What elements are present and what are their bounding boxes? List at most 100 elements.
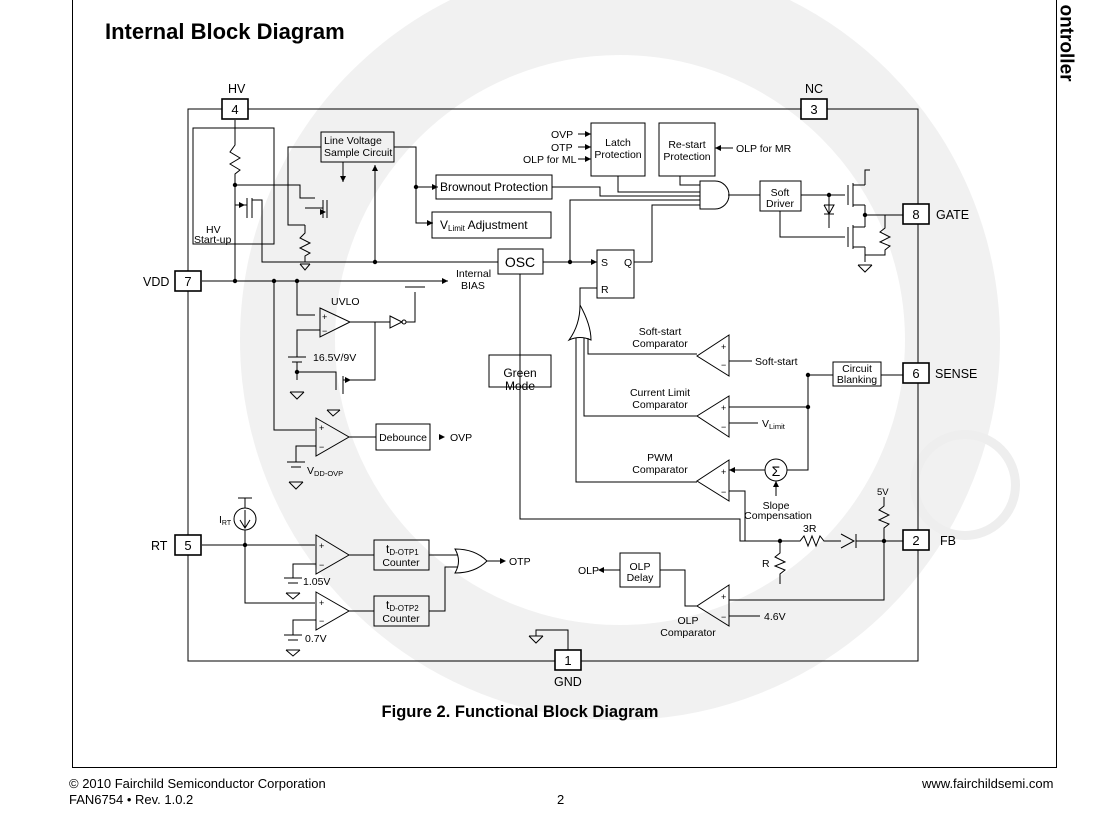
vlimit-adjustment-block xyxy=(431,211,552,239)
ss-plus: + xyxy=(721,342,726,352)
uvlo-minus: − xyxy=(322,326,327,336)
v105-label: 1.05V xyxy=(303,576,330,588)
or-gate-reset xyxy=(567,304,592,342)
functional-block-diagram: 4 3 7 5 1 8 6 2 HV NC VDD RT GND GATE SE… xyxy=(143,82,977,689)
sr-flip-flop xyxy=(596,249,635,299)
pin-rt-number: 5 xyxy=(184,538,191,553)
otp2-plus: + xyxy=(319,598,324,608)
green-mode-text-1: Green xyxy=(503,366,536,380)
olp-mr-label: OLP for MR xyxy=(736,143,792,155)
otp2-minus: − xyxy=(319,616,324,626)
pin-gnd-label: GND xyxy=(554,675,582,689)
latch-text-1: Latch xyxy=(605,137,631,149)
vdd-ovp-label: VDD-OVP xyxy=(307,465,343,478)
vlimit-ref-label: VLimit xyxy=(762,418,786,431)
footer-part-rev: FAN6754 • Rev. 1.0.2 xyxy=(69,792,194,807)
uvlo-threshold-label: 16.5V/9V xyxy=(313,352,356,364)
uvlo-comparator xyxy=(319,307,352,338)
pwm-comparator-label-1: PWM xyxy=(647,452,673,464)
ff-s-label: S xyxy=(601,257,608,269)
otp-input-label: OTP xyxy=(551,142,573,154)
counter1-text: Counter xyxy=(382,557,420,569)
current-limit-comparator xyxy=(696,395,730,438)
otp-comparator-1 xyxy=(315,534,350,575)
softstart-ref-label: Soft-start xyxy=(755,356,798,368)
pwm-plus: + xyxy=(721,467,726,477)
pin-gate-label: GATE xyxy=(936,208,969,222)
three-r-label: 3R xyxy=(803,523,817,535)
hv-startup-box xyxy=(192,127,275,245)
pin-vdd-number: 7 xyxy=(184,274,191,289)
circuit-blanking-text-1: Circuit xyxy=(842,363,872,375)
pin-nc-label: NC xyxy=(805,82,823,96)
softstart-comparator-label-1: Soft-start xyxy=(639,326,682,338)
otp1-plus: + xyxy=(319,541,324,551)
restart-protection-block xyxy=(658,122,716,177)
olp-plus: + xyxy=(721,592,726,602)
otp1-minus: − xyxy=(319,560,324,570)
current-limit-label-1: Current Limit xyxy=(630,387,690,399)
ff-r-label: R xyxy=(601,284,609,296)
pin-fb-number: 2 xyxy=(912,533,919,548)
uvlo-label: UVLO xyxy=(331,296,360,308)
pin-gnd-number: 1 xyxy=(564,653,571,668)
current-limit-label-2: Comparator xyxy=(632,399,688,411)
slope-label-2: Compensation xyxy=(744,510,812,522)
counter2-text: Counter xyxy=(382,613,420,625)
pin-sense-label: SENSE xyxy=(935,367,977,381)
pin-sense-number: 6 xyxy=(912,366,919,381)
soft-driver-text-1: Soft xyxy=(771,187,790,199)
ovp-output-label: OVP xyxy=(450,432,472,444)
debounce-text: Debounce xyxy=(379,432,427,444)
ovp-plus: + xyxy=(319,423,324,433)
ovp-comparator xyxy=(315,417,351,457)
pwm-minus: − xyxy=(721,487,726,497)
osc-text: OSC xyxy=(505,254,535,270)
sigma-symbol: Σ xyxy=(772,463,781,479)
pin-rt-label: RT xyxy=(151,539,168,553)
pin-fb-label: FB xyxy=(940,534,956,548)
softstart-comparator xyxy=(696,334,730,377)
page-frame-right xyxy=(1056,0,1057,768)
pin-hv-number: 4 xyxy=(231,102,238,117)
page-frame-bottom xyxy=(72,767,1057,768)
irt-label: IRT xyxy=(219,514,232,527)
section-title: Internal Block Diagram xyxy=(105,19,345,44)
softstart-comparator-label-2: Comparator xyxy=(632,338,688,350)
hv-startup-label-1: HV xyxy=(206,224,221,236)
v46-label: 4.6V xyxy=(764,611,786,623)
footer-website[interactable]: www.fairchildsemi.com xyxy=(922,776,1054,791)
ss-minus: − xyxy=(721,360,726,370)
footer-copyright: © 2010 Fairchild Semiconductor Corporati… xyxy=(69,776,326,791)
page-frame-left xyxy=(72,0,73,768)
circuit-blanking-block xyxy=(832,361,882,387)
latch-text-2: Protection xyxy=(594,149,641,161)
and-gate xyxy=(699,180,730,210)
soft-driver-text-2: Driver xyxy=(766,198,795,210)
internal-label: Internal xyxy=(456,268,491,280)
vlimit-adj-v: VLimit Adjustment xyxy=(440,218,528,233)
olp-minus: − xyxy=(721,612,726,622)
otp-comparator-2 xyxy=(315,591,351,631)
otp-output-label: OTP xyxy=(509,556,531,568)
bias-label: BIAS xyxy=(461,280,485,292)
five-volt-label: 5V xyxy=(877,487,889,498)
counter1-t: tD-OTP1 xyxy=(386,542,419,557)
hv-startup-label-2: Start-up xyxy=(194,234,232,246)
green-mode-text-2: Mode xyxy=(505,379,535,393)
pin-hv-label: HV xyxy=(228,82,246,96)
r-label: R xyxy=(762,558,770,570)
slope-label-1: Slope xyxy=(763,500,790,512)
or-gate-otp xyxy=(454,548,488,574)
olp-comparator xyxy=(696,584,730,627)
olp-comparator-label-1: OLP xyxy=(677,615,698,627)
olp-comparator-label-2: Comparator xyxy=(660,627,716,639)
ovp-minus: − xyxy=(319,442,324,452)
pin-nc-number: 3 xyxy=(810,102,817,117)
v07-label: 0.7V xyxy=(305,633,327,645)
restart-text-1: Re-start xyxy=(668,139,705,151)
uvlo-plus: + xyxy=(322,312,327,322)
counter2-t: tD-OTP2 xyxy=(386,598,419,613)
pin-vdd-label: VDD xyxy=(143,275,169,289)
registered-watermark xyxy=(910,430,1020,540)
